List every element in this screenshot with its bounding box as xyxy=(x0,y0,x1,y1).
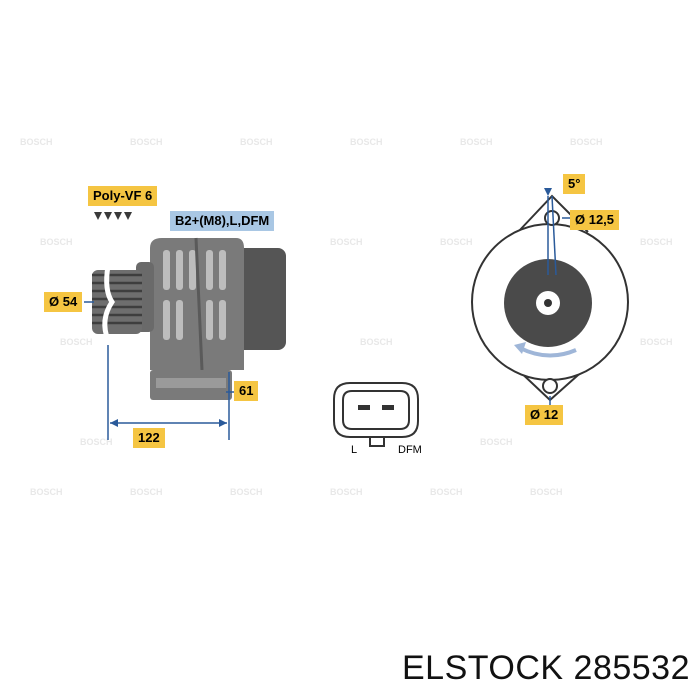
angle-label: 5° xyxy=(563,174,586,194)
belt-type-label: Poly-VF 6 xyxy=(88,186,158,206)
pulley-diameter-label: Ø 54 xyxy=(44,292,83,312)
svg-text:BOSCH: BOSCH xyxy=(30,487,63,497)
top-hole-diameter-label: Ø 12,5 xyxy=(570,210,620,230)
terminals-label: B2+(M8),L,DFM xyxy=(170,211,275,231)
length-dimension-label: 122 xyxy=(133,428,165,448)
bottom-hole-diameter-label: Ø 12 xyxy=(525,405,564,425)
svg-text:BOSCH: BOSCH xyxy=(230,487,263,497)
flange-dimension-label: 61 xyxy=(234,381,259,401)
connector-plug xyxy=(333,382,419,447)
svg-text:BOSCH: BOSCH xyxy=(640,237,673,247)
alternator-side-view xyxy=(92,212,286,400)
svg-text:BOSCH: BOSCH xyxy=(460,137,493,147)
part-caption: ELSTOCK 285532 xyxy=(402,649,690,687)
svg-text:BOSCH: BOSCH xyxy=(350,137,383,147)
svg-text:BOSCH: BOSCH xyxy=(40,237,73,247)
watermark-pattern: BOSCH BOSCH BOSCH BOSCH BOSCH BOSCH BOSCH BOSC… xyxy=(20,137,673,497)
svg-text:BOSCH: BOSCH xyxy=(440,237,473,247)
connector-l-label: L xyxy=(351,444,358,456)
svg-text:BOSCH: BOSCH xyxy=(570,137,603,147)
dimension-lines xyxy=(84,301,236,440)
svg-text:BOSCH: BOSCH xyxy=(430,487,463,497)
svg-text:BOSCH: BOSCH xyxy=(130,137,163,147)
alternator-front-view xyxy=(471,194,629,402)
svg-text:BOSCH: BOSCH xyxy=(330,237,363,247)
belt-profile-icon xyxy=(94,212,132,220)
svg-text:BOSCH: BOSCH xyxy=(60,337,93,347)
svg-text:BOSCH: BOSCH xyxy=(530,487,563,497)
svg-text:BOSCH: BOSCH xyxy=(480,437,513,447)
svg-text:BOSCH: BOSCH xyxy=(240,137,273,147)
svg-text:BOSCH: BOSCH xyxy=(130,487,163,497)
svg-text:BOSCH: BOSCH xyxy=(640,337,673,347)
svg-text:BOSCH: BOSCH xyxy=(330,487,363,497)
svg-text:BOSCH: BOSCH xyxy=(20,137,53,147)
rotation-arrow-icon xyxy=(519,346,577,358)
pulley xyxy=(92,265,142,341)
svg-text:BOSCH: BOSCH xyxy=(80,437,113,447)
svg-text:BOSCH: BOSCH xyxy=(360,337,393,347)
connector-dfm-label: DFM xyxy=(398,444,422,456)
